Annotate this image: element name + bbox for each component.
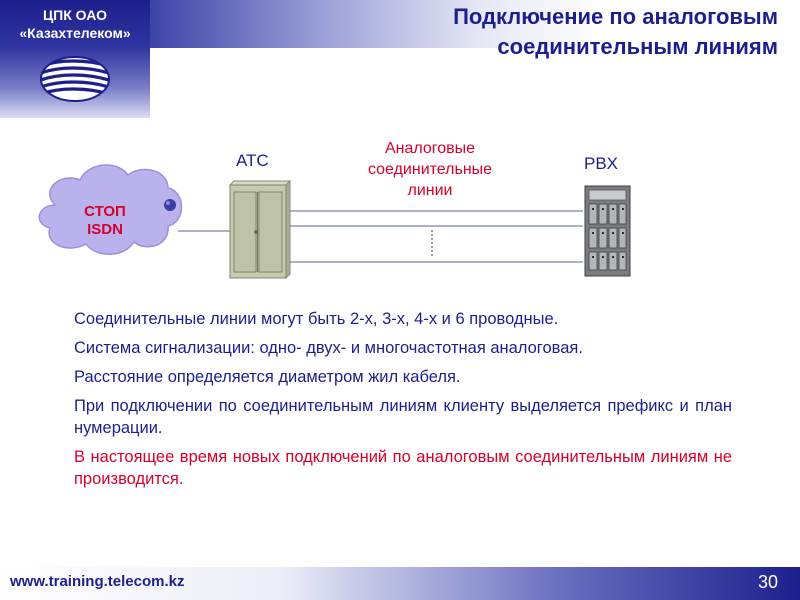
cloud-label: СТОП ISDN [62, 203, 148, 239]
page-number: 30 [758, 572, 778, 593]
paragraph-prefix: При подключении по соединительным линиям… [74, 395, 732, 439]
pbx-label: PBX [584, 154, 618, 174]
body-text: Соединительные линии могут быть 2-х, 3-х… [74, 308, 732, 497]
atc-label: АТС [236, 151, 269, 171]
cloud-label-line-1: СТОП [62, 203, 148, 221]
cloud-label-line-2: ISDN [62, 221, 148, 239]
trunk-lines-label-line-3: линии [340, 180, 520, 201]
paragraph-distance: Расстояние определяется диаметром жил ка… [74, 366, 732, 388]
paragraph-wire-count: Соединительные линии могут быть 2-х, 3-х… [74, 308, 732, 330]
pbx-cabinet-icon [585, 186, 630, 276]
trunk-lines-label-line-2: соединительные [340, 159, 520, 180]
paragraph-signaling: Система сигнализации: одно- двух- и мног… [74, 337, 732, 359]
paragraph-no-new-connections: В настоящее время новых подключений по а… [74, 446, 732, 490]
footer-url-link[interactable]: www.training.telecom.kz [10, 573, 184, 590]
atc-cabinet-icon [230, 181, 290, 278]
trunk-lines-label-line-1: Аналоговые [340, 138, 520, 159]
trunk-lines-label: Аналоговые соединительные линии [340, 138, 520, 201]
